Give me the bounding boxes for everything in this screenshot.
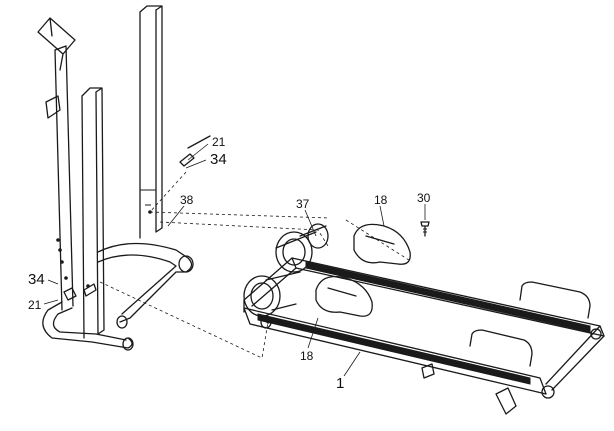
callout-34-upper: 34 (210, 151, 227, 168)
alignment-lines (99, 171, 413, 359)
callout-38: 38 (180, 193, 194, 207)
callout-30: 30 (417, 191, 431, 205)
callout-18-lower: 18 (300, 349, 314, 363)
callout-21-upper: 21 (212, 135, 226, 149)
leader-lines (43, 143, 426, 377)
callout-1: 1 (336, 375, 344, 392)
callout-37: 37 (296, 197, 310, 211)
callout-18-upper: 18 (374, 193, 388, 207)
base-frame (243, 221, 605, 415)
callout-labels: 21 34 38 37 18 30 34 21 18 1 (28, 135, 431, 392)
callout-21-lower: 21 (28, 298, 42, 312)
callout-34-lower: 34 (28, 271, 45, 288)
upright-frame (37, 5, 211, 351)
